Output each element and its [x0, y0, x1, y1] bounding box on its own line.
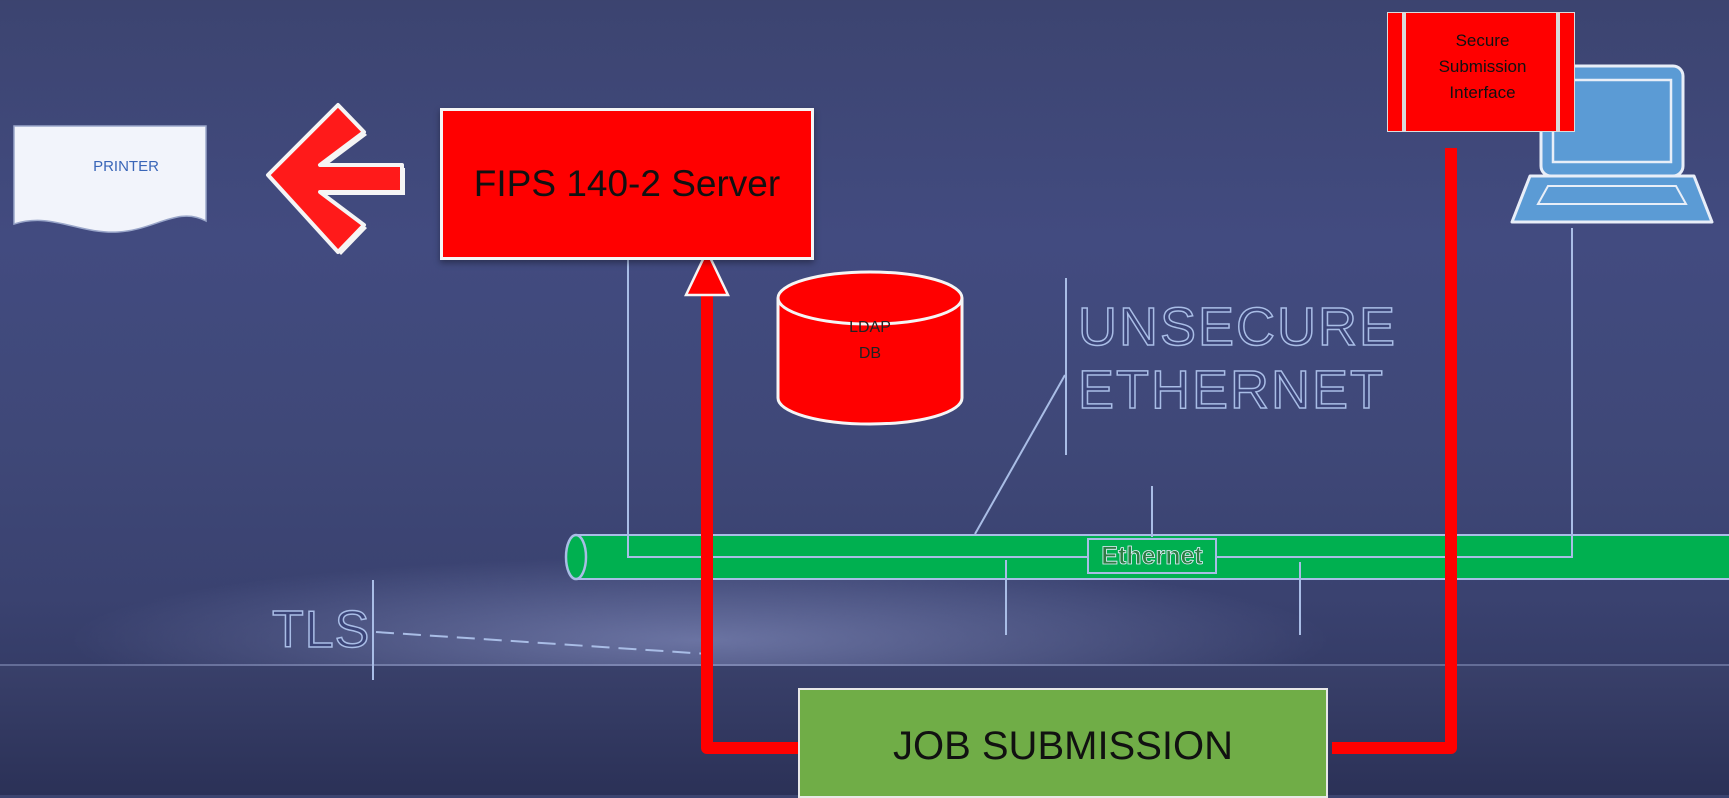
unsecure-callout-line — [974, 374, 1066, 535]
ssi-line-1: Secure — [1455, 31, 1510, 50]
job-submission-box: JOB SUBMISSION — [798, 688, 1328, 798]
unsecure-ethernet-label: UNSECURE ETHERNET — [1077, 296, 1398, 422]
fips-server-label: FIPS 140-2 Server — [473, 163, 781, 204]
bus-end-cap — [564, 533, 588, 581]
tls-label: TLS — [271, 600, 371, 660]
database-icon — [776, 270, 964, 426]
ldap-line: LDAP — [849, 319, 891, 336]
horizon-line — [0, 664, 1729, 666]
laptop-icon — [1510, 64, 1714, 224]
ssi-line-2: Submission — [1438, 57, 1527, 76]
job-submission-label: JOB SUBMISSION — [892, 724, 1234, 768]
ethernet-label: Ethernet — [1087, 538, 1217, 574]
secure-submission-interface-label: Secure Submission Interface — [1400, 28, 1565, 106]
left-arrow-icon — [266, 103, 405, 255]
ssi-line-3: Interface — [1449, 83, 1516, 102]
ethernet-line: ETHERNET — [1077, 359, 1386, 421]
ssi-left-bar — [1402, 13, 1406, 131]
unsecure-line: UNSECURE — [1077, 296, 1398, 358]
printer-icon — [13, 125, 207, 233]
arrowhead-up-icon — [684, 248, 730, 297]
ssi-right-bar — [1556, 13, 1560, 131]
secure-path — [684, 148, 1457, 754]
db-line: DB — [858, 345, 882, 362]
secure-submission-interface-box — [1387, 12, 1575, 132]
tls-callout-line — [375, 631, 709, 655]
printer-label: PRINTER — [93, 158, 159, 175]
ldap-db-label: LDAP DB — [820, 315, 920, 367]
fips-server-box: FIPS 140-2 Server — [440, 108, 814, 260]
